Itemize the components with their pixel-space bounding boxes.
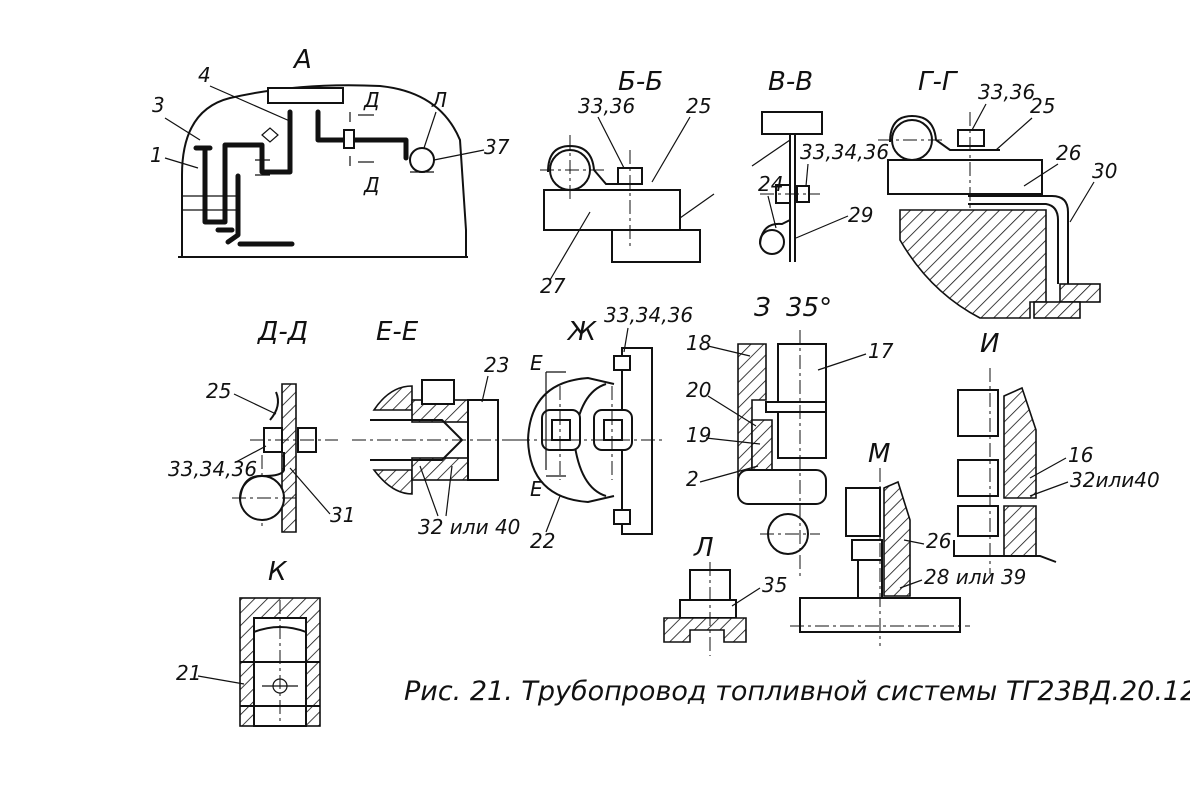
- view-i-title: И: [980, 329, 999, 359]
- view-z-title: З: [754, 293, 771, 323]
- callout-33-34-36-dd: 33,34,36: [168, 457, 257, 481]
- callout-20: 20: [686, 378, 711, 402]
- figure-caption: Рис. 21. Трубопровод топливной системы Т…: [404, 676, 1190, 707]
- callout-l: Л: [431, 88, 447, 112]
- view-bb: Б-Б 33,36 25 27: [540, 67, 715, 298]
- view-a-title: А: [292, 45, 312, 75]
- callout-1: 1: [150, 143, 163, 167]
- view-i: И 16 32или40: [953, 329, 1160, 574]
- view-vv: В-В 33,34,36 24 29: [751, 67, 889, 262]
- view-dd: Д-Д 25 33,34,36 31: [168, 317, 355, 533]
- view-a: А 4 3 1 Д Д Л 37: [150, 45, 510, 258]
- view-k-title: К: [268, 557, 288, 587]
- callout-2: 2: [686, 467, 699, 491]
- view-gg: Г-Г 33,36 25 26 30: [878, 67, 1117, 319]
- view-k: К 21: [176, 557, 321, 727]
- callout-26-gg: 26: [1056, 141, 1081, 165]
- view-dd-title: Д-Д: [257, 317, 308, 347]
- callout-30: 30: [1092, 159, 1117, 183]
- callout-26-m: 26: [926, 529, 951, 553]
- view-z-angle: 35°: [786, 293, 832, 323]
- view-zh: Ж Е Е 33,34,36 22: [516, 303, 693, 553]
- view-l-title: Л: [693, 533, 714, 563]
- view-ee: Е-Е 23 32 или 40: [352, 317, 520, 539]
- view-zh-title: Ж: [566, 317, 597, 347]
- callout-33-34-36: 33,34,36: [800, 140, 889, 164]
- section-mark-d-top: Д: [363, 88, 380, 112]
- callout-33-36: 33,36: [578, 94, 635, 118]
- callout-18: 18: [686, 331, 711, 355]
- callout-25-dd: 25: [206, 379, 231, 403]
- callout-25: 25: [686, 94, 711, 118]
- callout-37: 37: [484, 135, 510, 159]
- callout-25-gg: 25: [1030, 94, 1055, 118]
- callout-33-34-36-zh: 33,34,36: [604, 303, 693, 327]
- callout-22: 22: [530, 529, 555, 553]
- callout-27: 27: [540, 274, 566, 298]
- view-vv-title: В-В: [768, 67, 813, 97]
- callout-35: 35: [762, 573, 787, 597]
- callout-29: 29: [848, 203, 873, 227]
- callout-32-or-40-i: 32или40: [1070, 468, 1160, 492]
- callout-19: 19: [686, 423, 711, 447]
- callout-16: 16: [1068, 443, 1093, 467]
- view-ee-title: Е-Е: [376, 317, 419, 347]
- callout-28-or-39: 28 или 39: [924, 565, 1026, 589]
- callout-31: 31: [330, 503, 355, 527]
- section-mark-e-top: Е: [530, 351, 543, 375]
- callout-24: 24: [758, 172, 783, 196]
- callout-4: 4: [198, 63, 211, 87]
- view-m-title: М: [868, 439, 890, 469]
- callout-21: 21: [176, 661, 201, 685]
- view-m: М 26 28 или 39: [790, 439, 1026, 646]
- callout-3: 3: [152, 93, 165, 117]
- view-gg-title: Г-Г: [918, 67, 959, 97]
- callout-33-36-gg: 33,36: [978, 80, 1035, 104]
- view-l: Л 35: [663, 533, 787, 656]
- callout-32-or-40-ee: 32 или 40: [418, 515, 520, 539]
- callout-23: 23: [484, 353, 509, 377]
- section-mark-d-bottom: Д: [363, 173, 380, 197]
- view-z: З 35° 18 17 20 19 2: [686, 293, 894, 576]
- callout-17: 17: [868, 339, 894, 363]
- view-bb-title: Б-Б: [618, 67, 663, 97]
- section-mark-e-bottom: Е: [530, 477, 543, 501]
